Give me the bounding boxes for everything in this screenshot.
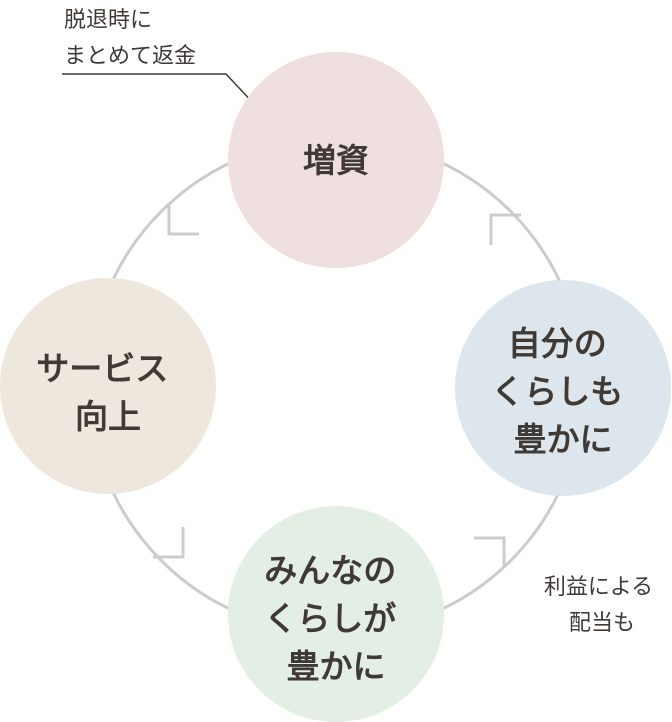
arrow-bottom-right	[474, 536, 506, 568]
note-leader-line	[62, 73, 257, 107]
arrow-bottom-left	[153, 527, 185, 559]
node-everyone-life-enriched: みんなの くらしが 豊かに	[228, 506, 444, 722]
node-right-label: 自分の くらしも 豊かに	[491, 324, 635, 459]
note-refund-on-withdrawal: 脱退時に まとめて返金	[64, 8, 196, 69]
node-bottom-circle	[228, 506, 444, 722]
node-right-circle	[455, 280, 671, 496]
node-left-circle	[0, 278, 216, 494]
node-bottom-label: みんなの くらしが 豊かに	[264, 551, 408, 686]
arrow-top-right	[489, 213, 521, 245]
note-profit-dividend: 利益による 配当も	[544, 575, 660, 636]
node-left-label: サービス 向上	[36, 349, 180, 436]
arrow-top-left	[167, 204, 199, 236]
node-own-life-enriched: 自分の くらしも 豊かに	[455, 280, 671, 496]
node-capital-increase: 増資	[228, 52, 444, 268]
node-top-circle	[228, 52, 444, 268]
node-service-improvement: サービス 向上	[0, 278, 216, 494]
node-top-label: 増資	[303, 141, 369, 180]
